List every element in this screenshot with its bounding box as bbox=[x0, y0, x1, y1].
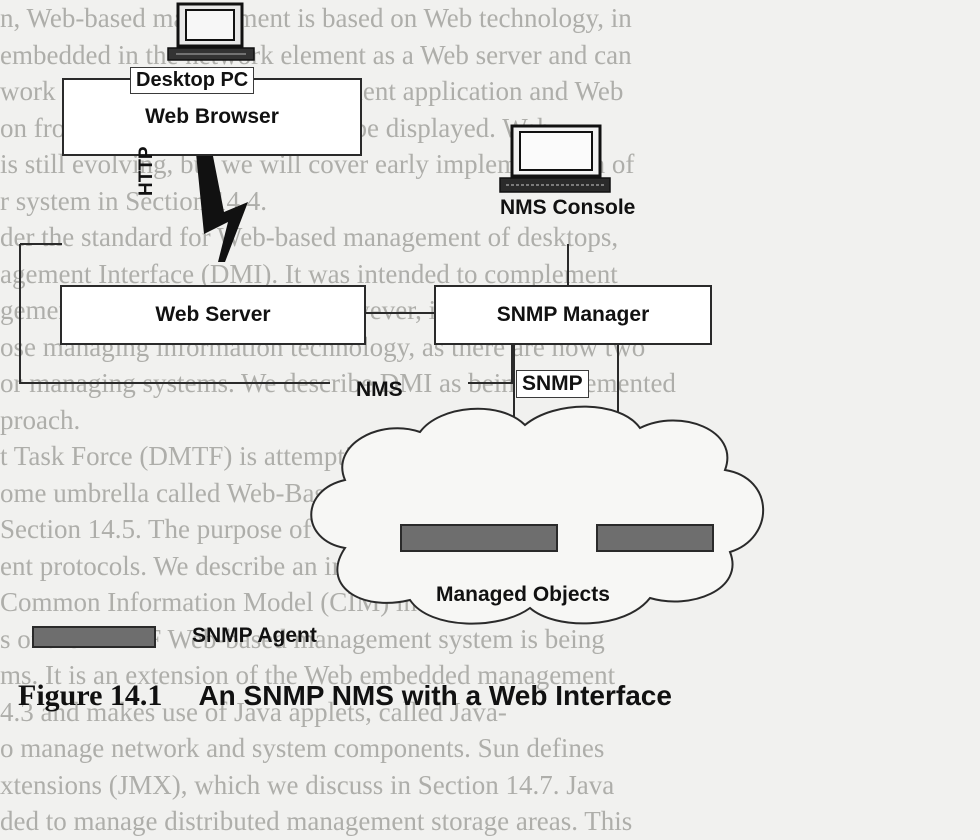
background-text-line: embedded in the network element as a Web… bbox=[0, 39, 632, 70]
managed-objects-cloud bbox=[310, 405, 765, 625]
http-label: HTTP bbox=[136, 146, 157, 196]
nms-label: NMS bbox=[356, 378, 403, 401]
background-text-line: o manage network and system components. … bbox=[0, 733, 605, 763]
figure-title: An SNMP NMS with a Web Interface bbox=[198, 680, 672, 711]
legend-snmp-agent-label: SNMP Agent bbox=[192, 624, 317, 647]
nms-console-label: NMS Console bbox=[500, 196, 636, 219]
figure-caption: Figure 14.1 An SNMP NMS with a Web Interf… bbox=[18, 679, 672, 713]
web-server-label: Web Server bbox=[155, 303, 271, 326]
web-browser-box: Web Browser bbox=[62, 78, 362, 156]
background-text-line: n, Web-based management is based on Web … bbox=[0, 3, 632, 33]
background-text-line: proach. bbox=[0, 404, 81, 435]
figure-number: Figure 14.1 bbox=[18, 679, 163, 712]
snmp-manager-box: SNMP Manager bbox=[434, 285, 712, 345]
web-server-box: Web Server bbox=[60, 285, 366, 345]
background-text-line: der the standard for Web-based managemen… bbox=[0, 222, 619, 252]
background-text-line: xtensions (JMX), which we discuss in Sec… bbox=[0, 769, 615, 800]
background-text-line: agement Interface (DMI). It was intended… bbox=[0, 258, 618, 289]
snmp-manager-label: SNMP Manager bbox=[496, 303, 650, 326]
legend-agent-swatch bbox=[32, 626, 156, 648]
nms-console-icon bbox=[499, 124, 611, 193]
managed-objects-label: Managed Objects bbox=[436, 583, 610, 606]
snmp-agent-bar-left bbox=[400, 524, 558, 552]
nms-enclosure-line bbox=[19, 255, 513, 384]
desktop-pc-label: Desktop PC bbox=[130, 67, 255, 94]
http-lightning-icon bbox=[196, 151, 248, 262]
nms-enclosure-top bbox=[19, 243, 62, 255]
diagram-drawing bbox=[19, 2, 765, 625]
figure-scene: n, Web-based management is based on Web … bbox=[0, 2, 765, 836]
background-text-line: ded to manage distributed management sto… bbox=[0, 806, 633, 836]
web-browser-label: Web Browser bbox=[145, 105, 279, 128]
desktop-pc-icon bbox=[167, 2, 255, 61]
background-text-line: 4.3 and makes use of Java applets, calle… bbox=[0, 696, 507, 727]
snmp-agent-bar-right bbox=[596, 524, 714, 552]
snmp-label: SNMP bbox=[516, 370, 589, 398]
background-text-line: ms. It is an extension of the Web embedd… bbox=[0, 660, 616, 690]
